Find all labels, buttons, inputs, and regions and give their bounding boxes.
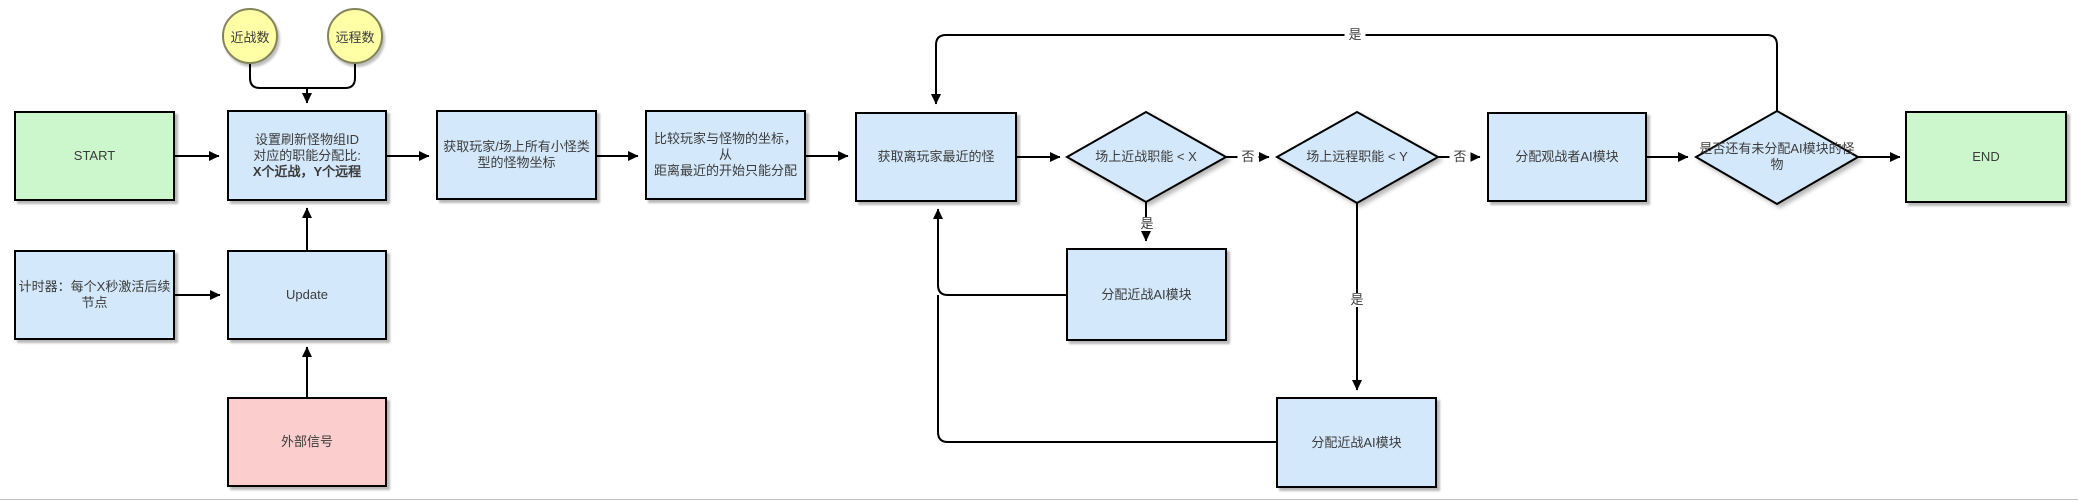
node-start-label: START <box>73 148 116 163</box>
edge-rangedcount-stem <box>307 64 356 89</box>
edge-label-yes-top-loop: 是 <box>1344 28 1366 42</box>
node-get-coords[interactable]: 获取玩家/场上所有小怪类 型的怪物坐标 <box>436 110 597 200</box>
decision-remaining-check[interactable] <box>1693 109 1861 206</box>
node-ranged-count[interactable]: 远程数 <box>327 8 383 64</box>
edge-meleecount-stem <box>249 64 307 89</box>
node-update[interactable]: Update <box>227 250 387 340</box>
node-compare-coords-line2: 距离最近的开始只能分配 <box>653 163 797 178</box>
decision-melee-check-label: 场上近战职能 < X <box>1095 149 1197 164</box>
node-timer[interactable]: 计时器：每个X秒激活后续 节点 <box>14 250 175 340</box>
decision-ranged-check-label: 场上远程职能 < Y <box>1306 149 1408 164</box>
edge-label-yes-ranged: 是 <box>1346 293 1368 307</box>
decision-melee-check[interactable] <box>1064 110 1229 204</box>
edge-remainingcheck-yes-loop <box>931 34 1778 111</box>
edge-label-no-ranged: 否 <box>1449 150 1471 164</box>
node-external-signal-label: 外部信号 <box>280 434 333 449</box>
node-end[interactable]: END <box>1905 111 2067 203</box>
node-assign-melee-2[interactable]: 分配近战AI模块 <box>1276 397 1437 488</box>
node-ranged-count-label: 远程数 <box>335 29 375 45</box>
node-melee-count[interactable]: 近战数 <box>222 8 278 64</box>
node-assign-melee-1[interactable]: 分配近战AI模块 <box>1066 248 1227 341</box>
node-setup-ratio-line2: 对应的职能分配比: <box>253 147 361 163</box>
node-external-signal[interactable]: 外部信号 <box>227 397 387 487</box>
node-compare-coords[interactable]: 比较玩家与怪物的坐标，从 距离最近的开始只能分配 <box>645 110 806 200</box>
edge-label-yes-melee: 是 <box>1136 217 1158 231</box>
node-get-coords-line1: 获取玩家/场上所有小怪类 <box>443 139 590 154</box>
node-assign-spectator[interactable]: 分配观战者AI模块 <box>1487 112 1647 202</box>
node-timer-line2: 节点 <box>81 295 108 310</box>
node-setup-ratio-line3: X个近战，Y个远程 <box>252 163 362 179</box>
node-melee-count-label: 近战数 <box>230 29 270 45</box>
node-update-label: Update <box>286 287 328 302</box>
decision-ranged-check[interactable] <box>1274 110 1441 205</box>
node-compare-coords-line1: 比较玩家与怪物的坐标，从 <box>653 131 797 162</box>
decision-remaining-check-line1: 是否还有未分配AI模块的怪 <box>1699 141 1855 156</box>
edge-assignmelee1-feedback <box>933 208 1066 296</box>
node-setup-ratio-line1: 设置刷新怪物组ID <box>254 131 359 147</box>
decision-remaining-check-line2: 物 <box>1770 157 1784 172</box>
node-assign-melee-1-label: 分配近战AI模块 <box>1101 286 1192 302</box>
edge-label-no-melee: 否 <box>1237 150 1259 164</box>
node-timer-line1: 计时器：每个X秒激活后续 <box>18 279 171 294</box>
node-end-label: END <box>1972 149 2000 164</box>
node-assign-melee-2-label: 分配近战AI模块 <box>1311 434 1402 450</box>
node-start[interactable]: START <box>14 111 175 201</box>
node-get-coords-line2: 型的怪物坐标 <box>477 155 556 170</box>
node-get-nearest-label: 获取离玩家最近的怪 <box>877 149 995 164</box>
node-setup-ratio[interactable]: 设置刷新怪物组ID 对应的职能分配比: X个近战，Y个远程 <box>227 110 387 201</box>
node-get-nearest[interactable]: 获取离玩家最近的怪 <box>855 112 1017 202</box>
node-assign-spectator-label: 分配观战者AI模块 <box>1515 149 1619 164</box>
decision-remaining-check-label: 是否还有未分配AI模块的怪 物 <box>1695 141 1859 173</box>
